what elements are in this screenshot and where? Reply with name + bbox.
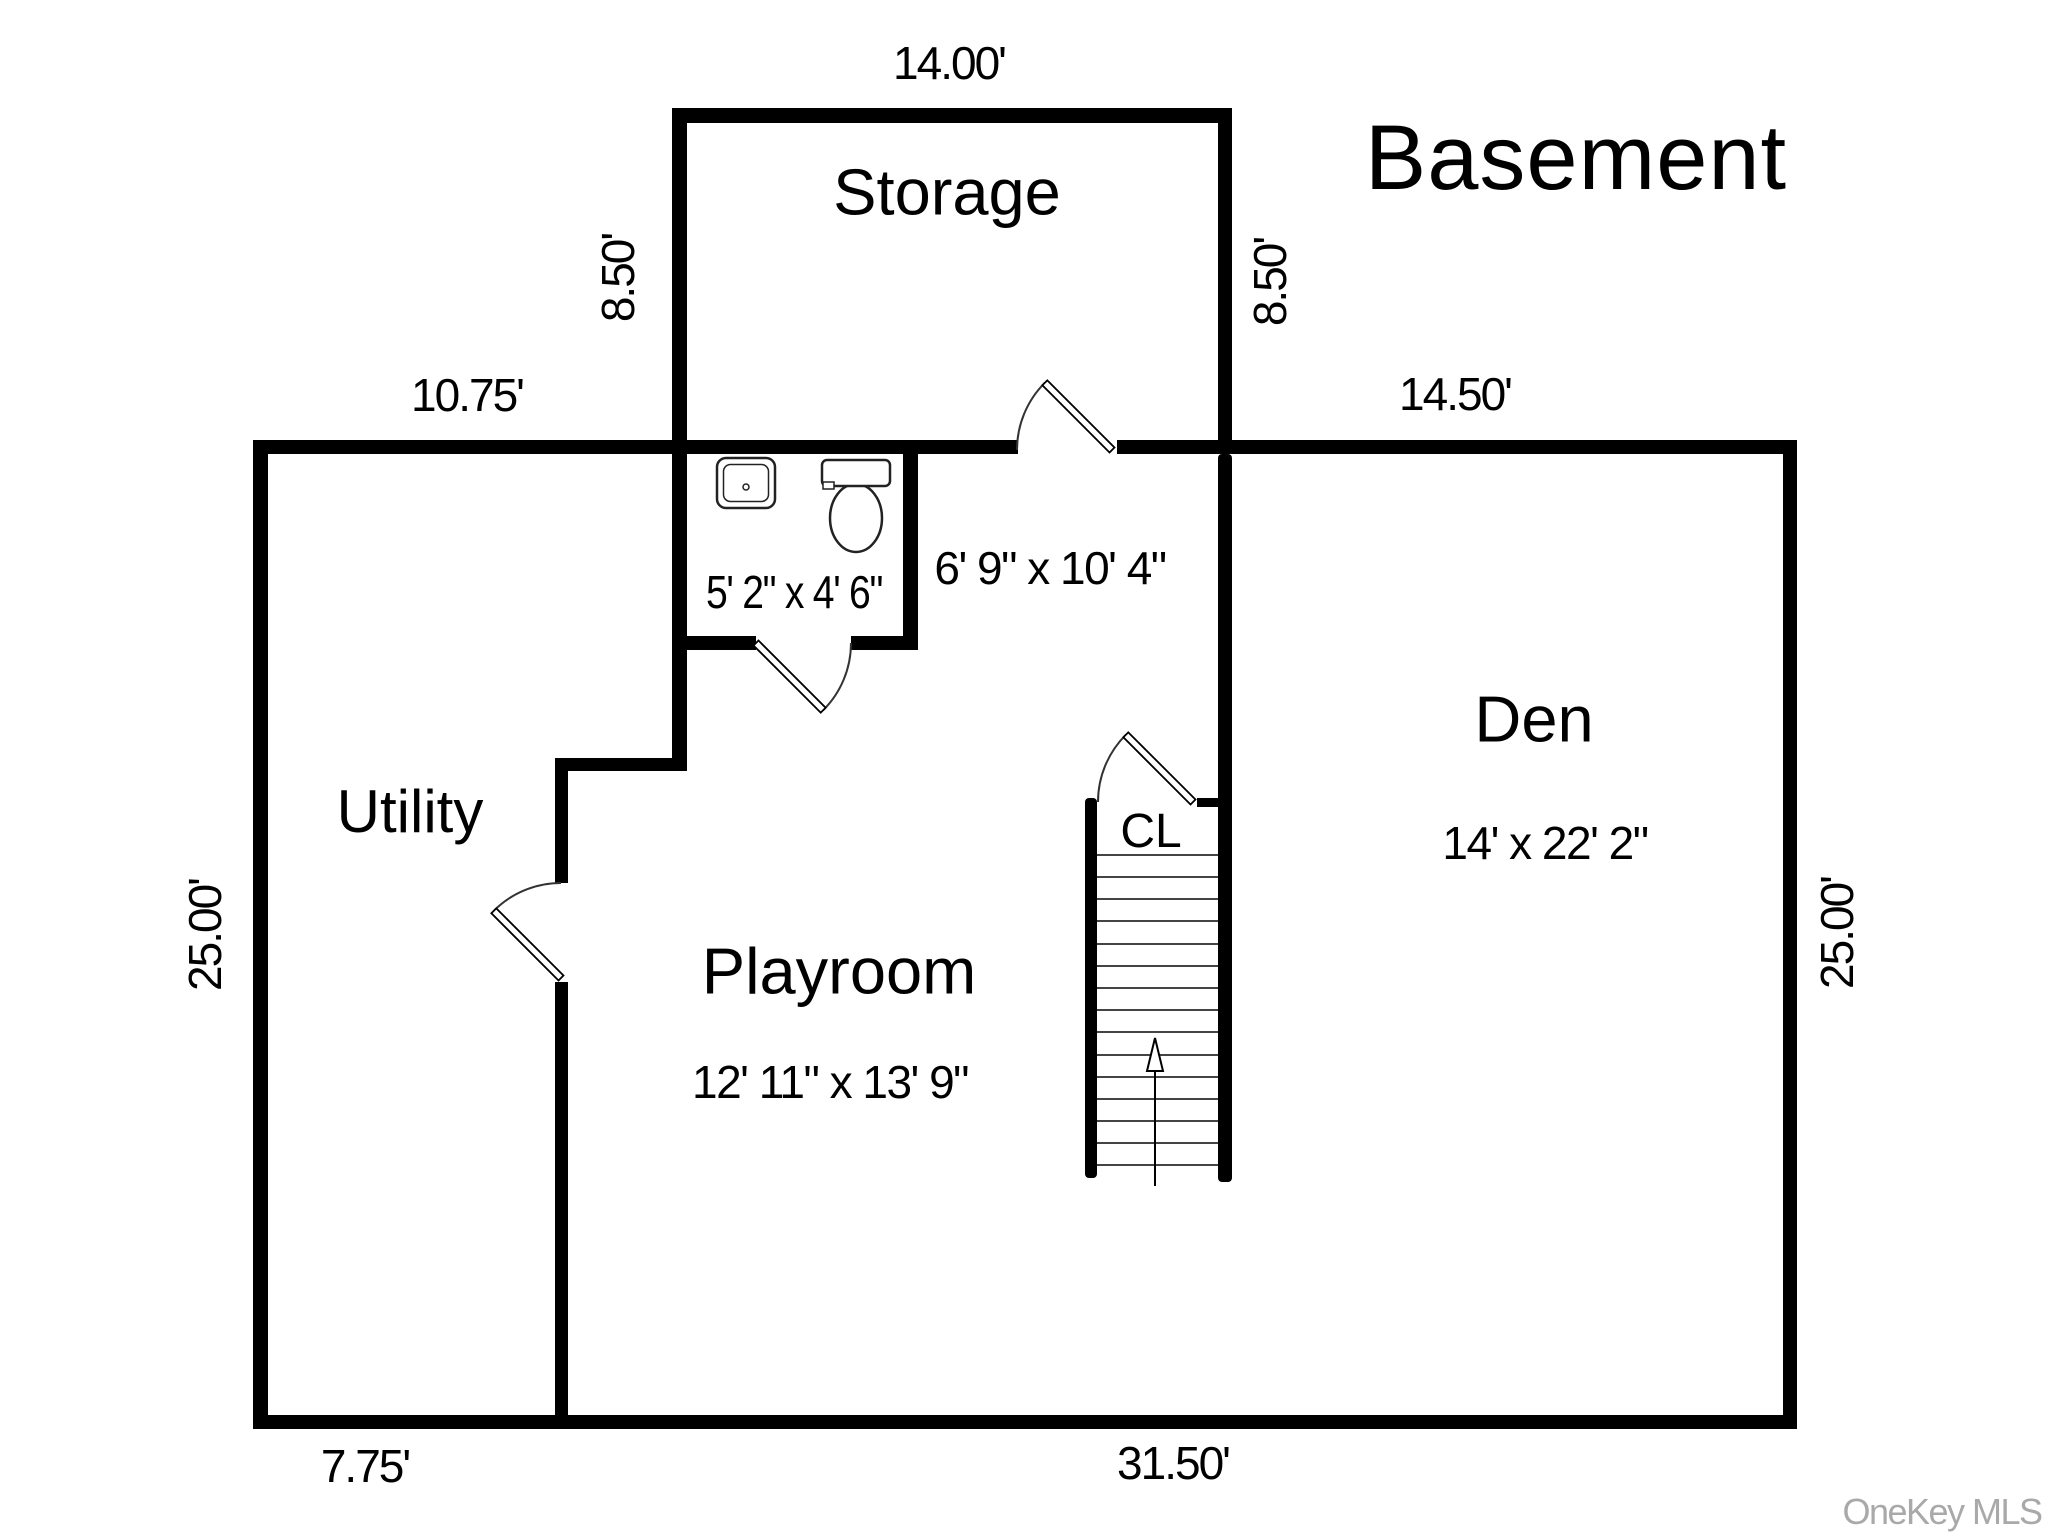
up-arrow-icon: [1145, 1037, 1165, 1186]
room-dims-playroom: 12' 11" x 13' 9": [691, 1056, 970, 1108]
staircase: [1097, 854, 1218, 1166]
dim-storage-width: 14.00': [893, 37, 1007, 89]
room-label-playroom: Playroom: [701, 934, 977, 1008]
storage-door-swing: [1015, 379, 1116, 454]
dim-storage-side-left: 8.50': [592, 233, 644, 323]
room-label-closet: CL: [1120, 805, 1182, 858]
dim-left-side: 25.00': [179, 879, 231, 991]
sink-icon: [715, 456, 777, 510]
dim-bottom-main: 31.50': [1117, 1437, 1231, 1489]
utility-door-swing: [490, 881, 565, 982]
dim-bottom-left: 7.75': [320, 1440, 411, 1492]
room-dims-den: 14' x 22' 2": [1442, 817, 1649, 869]
dim-right-side: 25.00': [1811, 877, 1863, 989]
room-label-utility: Utility: [336, 778, 484, 845]
dim-storage-side-right: 8.50': [1244, 237, 1296, 327]
room-label-storage: Storage: [833, 155, 1061, 229]
room-dims-hall: 6' 9" x 10' 4": [934, 542, 1167, 594]
toilet-icon: [820, 458, 892, 554]
bathroom-door-swing: [752, 639, 853, 714]
room-label-den: Den: [1474, 682, 1594, 756]
page-title: Basement: [1364, 107, 1788, 209]
walls: [253, 108, 1797, 1429]
dim-top-left: 10.75': [411, 369, 525, 421]
room-dims-bathroom: 5' 2" x 4' 6": [705, 566, 883, 618]
dim-top-right: 14.50': [1399, 368, 1513, 420]
closet-door-swing: [1096, 731, 1197, 806]
watermark: OneKey MLS: [1842, 1491, 2043, 1532]
